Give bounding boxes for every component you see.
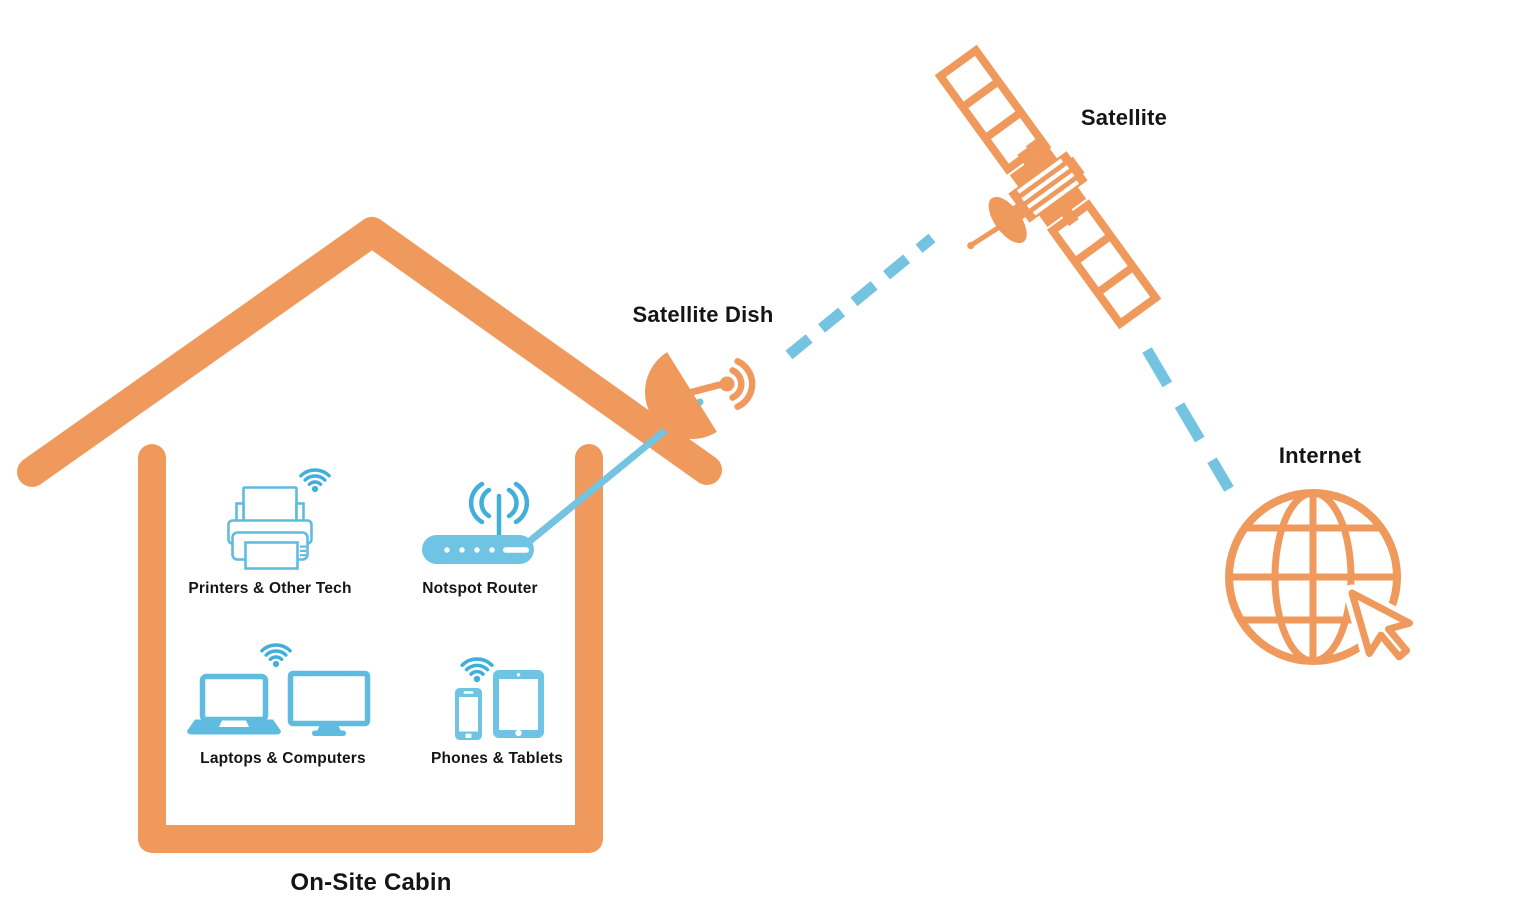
phones-label: Phones & Tablets <box>430 750 564 767</box>
monitor-icon <box>287 670 371 736</box>
satellite-label: Satellite <box>1080 105 1168 130</box>
cabin-label: On-Site Cabin <box>290 869 452 896</box>
laptop-icon <box>187 673 281 735</box>
printer-icon <box>227 486 313 570</box>
internet-label: Internet <box>1278 443 1362 468</box>
tablet-icon <box>493 670 544 738</box>
satellite-dish-label: Satellite Dish <box>632 302 774 327</box>
dish-satellite-link <box>785 233 936 360</box>
satellite-internet-link <box>1142 347 1234 492</box>
printers-label: Printers & Other Tech <box>188 580 352 597</box>
phone-icon <box>455 688 482 740</box>
wifi-icon <box>460 657 494 685</box>
cursor-icon <box>1343 584 1419 666</box>
satellite-icon <box>934 44 1162 330</box>
house-outline-icon <box>17 217 722 853</box>
router-icon <box>422 481 534 564</box>
router-label: Notspot Router <box>422 580 538 597</box>
wifi-icon <box>260 643 292 669</box>
satellite-dish-icon <box>645 352 756 439</box>
wifi-icon <box>299 468 331 494</box>
laptops-label: Laptops & Computers <box>200 750 366 767</box>
